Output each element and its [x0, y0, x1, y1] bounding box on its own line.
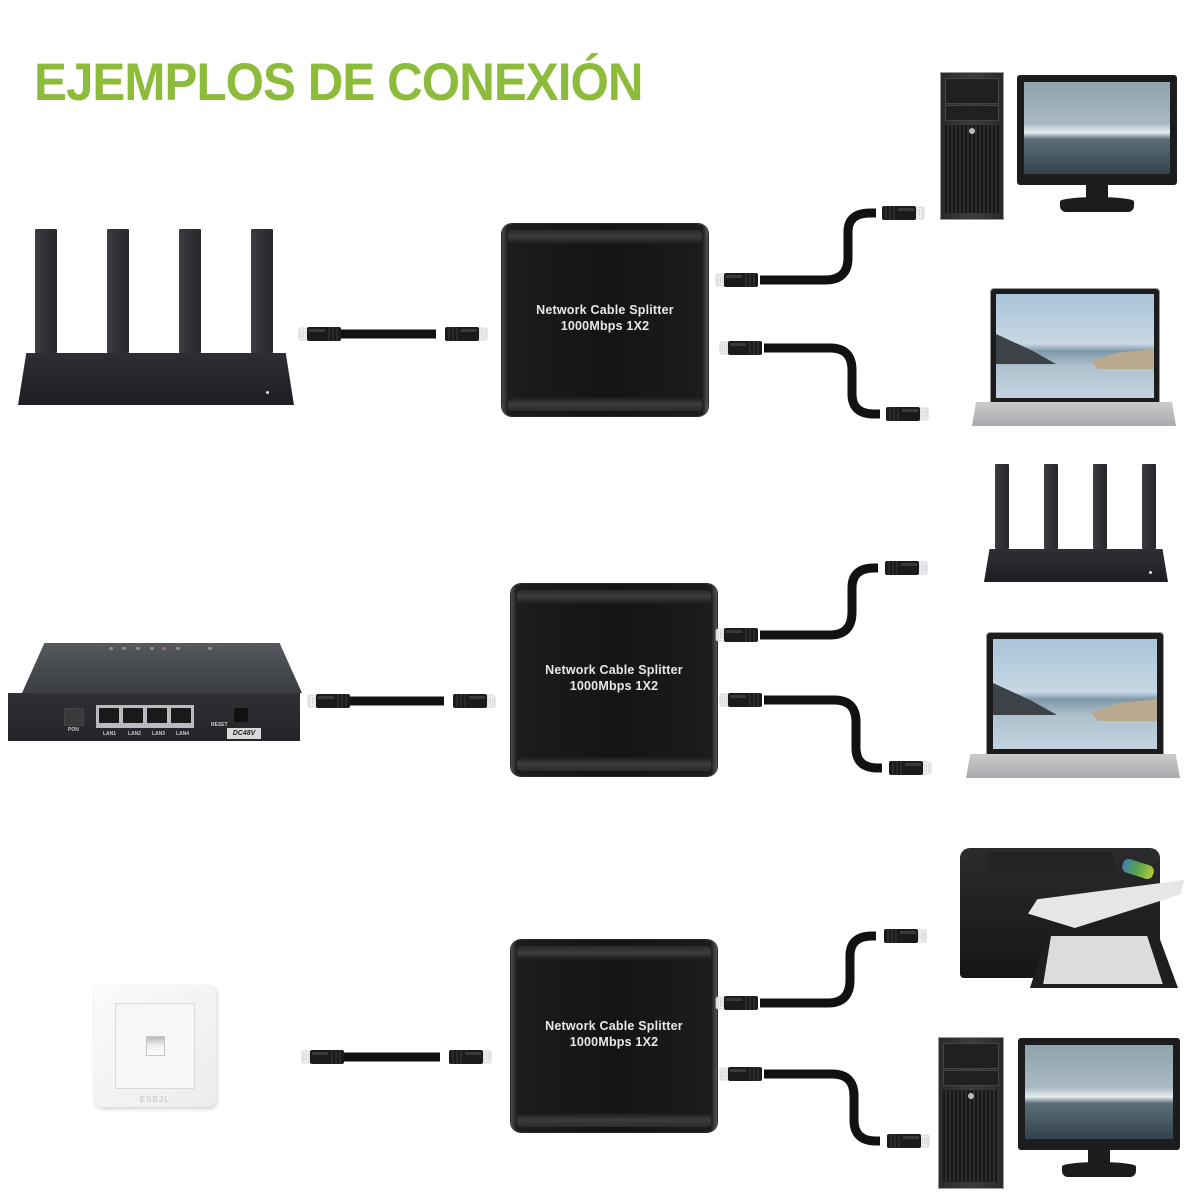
ethernet-cable-output-1 — [715, 560, 928, 643]
network-splitter: Network Cable Splitter 1000Mbps 1X2 — [511, 940, 717, 1132]
ethernet-cable-output-1 — [715, 205, 925, 288]
splitter-label-line2: 1000Mbps 1X2 — [560, 319, 650, 333]
splitter-label-line2: 1000Mbps 1X2 — [569, 679, 659, 693]
reset-label: RESET — [211, 722, 228, 728]
wifi-router-icon — [18, 229, 294, 407]
ethernet-cable-output-1 — [715, 928, 927, 1011]
splitter-label-line2: 1000Mbps 1X2 — [569, 1035, 659, 1049]
wall-socket-brand: ESEJL — [139, 1095, 171, 1104]
wifi-router-icon — [984, 464, 1168, 582]
page-title: EJEMPLOS DE CONEXIÓN — [34, 53, 644, 112]
lan3-label: LAN3 — [152, 731, 166, 737]
ethernet-cable-input — [301, 1049, 492, 1065]
network-splitter: Network Cable Splitter 1000Mbps 1X2 — [502, 224, 708, 416]
ethernet-cable-input — [298, 326, 488, 342]
lan-ports — [96, 705, 194, 728]
network-splitter: Network Cable Splitter 1000Mbps 1X2 — [511, 584, 717, 776]
ethernet-cable-output-2 — [719, 692, 932, 776]
pon-port-label: PON — [68, 727, 79, 733]
splitter-label-line1: Network Cable Splitter — [545, 663, 683, 677]
lan1-label: LAN1 — [103, 731, 117, 737]
splitter-label: Network Cable Splitter 1000Mbps 1X2 — [502, 302, 708, 334]
ethernet-wall-socket-icon: ESEJL — [94, 985, 216, 1107]
lan2-label: LAN2 — [128, 731, 142, 737]
ethernet-cable-output-2 — [719, 340, 929, 422]
ethernet-cable-output-2 — [719, 1066, 930, 1149]
splitter-label: Network Cable Splitter 1000Mbps 1X2 — [511, 1018, 717, 1050]
lan4-label: LAN4 — [176, 731, 190, 737]
ethernet-cable-input — [307, 693, 496, 709]
power-label: DC48V — [227, 728, 261, 739]
splitter-label: Network Cable Splitter 1000Mbps 1X2 — [511, 662, 717, 694]
splitter-label-line1: Network Cable Splitter — [545, 1019, 683, 1033]
splitter-label-line1: Network Cable Splitter — [536, 303, 674, 317]
